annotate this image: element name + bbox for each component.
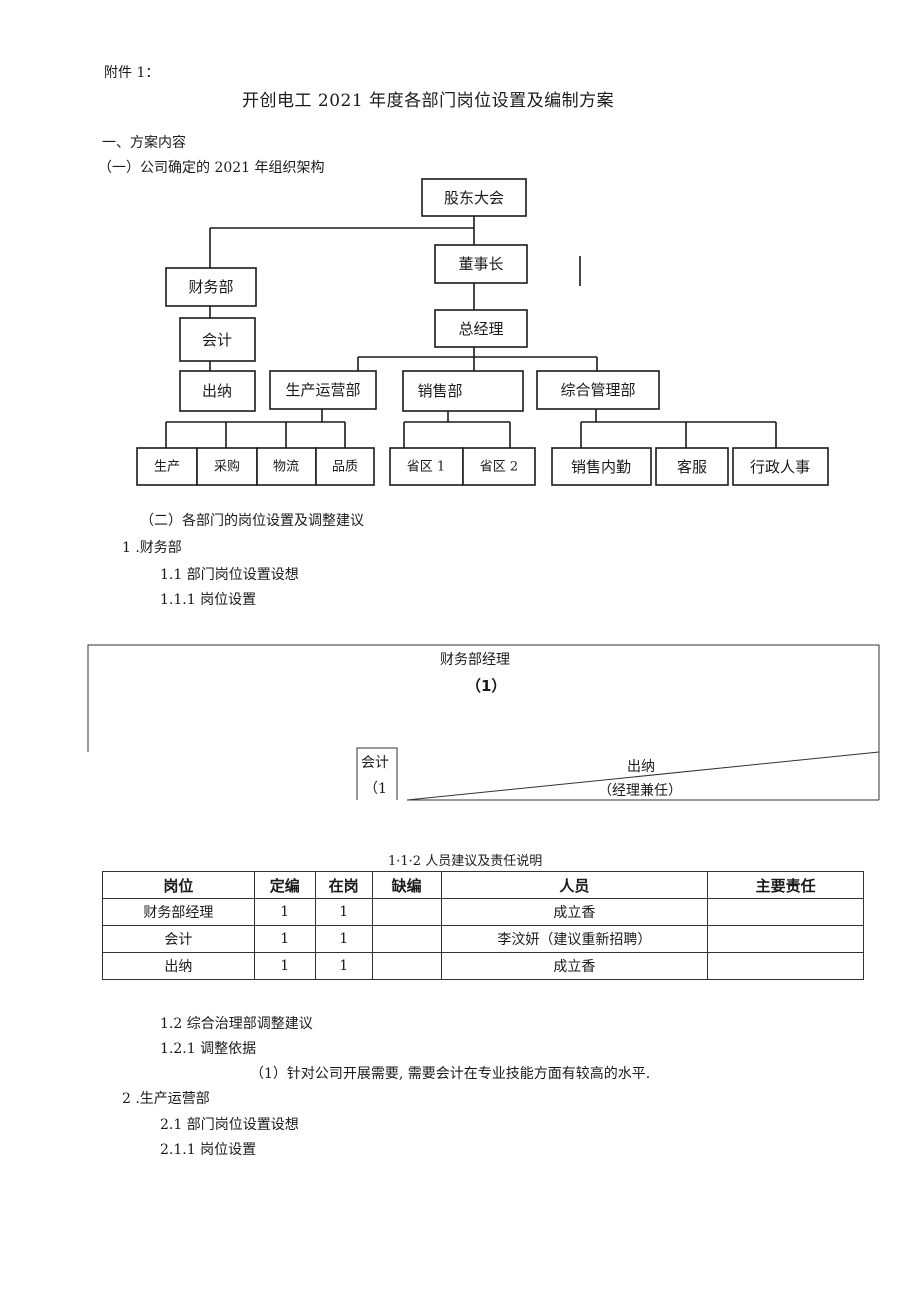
- svg-text:客服: 客服: [677, 458, 707, 476]
- org-node-purchasing: 采购: [196, 447, 258, 486]
- finance-cashier-note: （经理兼任）: [598, 783, 682, 799]
- table-cell: [371, 952, 442, 980]
- org-node-admin-hr: 行政人事: [732, 447, 829, 486]
- org-node-province1: 省区 1: [389, 447, 464, 486]
- item-heading-2-1-1: 2.1.1 岗位设置: [160, 1142, 257, 1158]
- table-cell: 财务部经理: [102, 898, 255, 926]
- subsection-heading: （一）公司确定的 2021 年组织架构: [98, 160, 325, 176]
- page-title: 开创电工 2021 年度各部门岗位设置及编制方案: [242, 91, 615, 111]
- svg-text:会计: 会计: [202, 331, 232, 349]
- finance-accountant-label: 会计: [361, 755, 389, 771]
- table-cell: 李汶妍（建议重新招聘）: [440, 925, 709, 953]
- org-node-admin-mgmt: 综合管理部: [536, 370, 660, 410]
- table-cell: 成立香: [440, 952, 709, 980]
- org-node-logistics: 物流: [256, 447, 317, 486]
- org-node-sales-support: 销售内勤: [551, 447, 652, 486]
- svg-text:省区 1: 省区 1: [407, 460, 445, 475]
- org-node-cashier: 出纳: [179, 370, 256, 412]
- org-connectors: [165, 216, 777, 448]
- svg-text:董事长: 董事长: [458, 255, 503, 273]
- svg-text:行政人事: 行政人事: [750, 458, 810, 476]
- col-header-onduty: 在岗: [314, 871, 373, 899]
- svg-text:总经理: 总经理: [458, 320, 503, 338]
- org-chart: 股东大会 董事长 总经理 财务部 会计 出纳 生产运营部 销售部 综合管理部 生…: [136, 178, 829, 486]
- org-node-sales: 销售部: [402, 370, 524, 412]
- svg-text:品质: 品质: [332, 460, 358, 475]
- org-node-quality: 品质: [315, 447, 375, 486]
- table-cell: 1: [314, 898, 373, 926]
- finance-manager-label: 财务部经理: [440, 652, 510, 668]
- svg-text:生产: 生产: [154, 460, 180, 475]
- table-cell: 会计: [102, 925, 255, 953]
- item-heading-1-2: 1.2 综合治理部调整建议: [160, 1016, 313, 1032]
- svg-text:综合管理部: 综合管理部: [560, 381, 635, 399]
- table-row: 会计 1 1 李汶妍（建议重新招聘）: [102, 925, 864, 953]
- org-node-accountant: 会计: [179, 317, 256, 362]
- table-cell: 成立香: [440, 898, 709, 926]
- finance-cashier-label: 出纳: [627, 759, 655, 775]
- reason-paragraph: （1）针对公司开展需要, 需要会计在专业技能方面有较高的水平.: [250, 1066, 651, 1082]
- svg-text:销售部: 销售部: [417, 382, 462, 400]
- table-cell: 1: [253, 898, 316, 926]
- table-cell: [707, 952, 864, 980]
- table-header-row: 岗位 定编 在岗 缺编 人员 主要责任: [102, 871, 864, 899]
- table-cell: 1: [253, 925, 316, 953]
- finance-manager-count: （1）: [466, 677, 507, 695]
- table-cell: 1: [253, 952, 316, 980]
- table-cell: [371, 898, 442, 926]
- table-cell: [707, 898, 864, 926]
- svg-text:财务部: 财务部: [188, 278, 233, 296]
- item-heading-1: 1 .财务部: [122, 540, 182, 556]
- svg-text:出纳: 出纳: [202, 382, 232, 400]
- subsection-heading-2: （二）各部门的岗位设置及调整建议: [140, 513, 364, 529]
- item-heading-1-2-1: 1.2.1 调整依据: [160, 1041, 257, 1057]
- item-heading-1-1: 1.1 部门岗位设置设想: [160, 567, 299, 583]
- item-heading-2: 2 .生产运营部: [122, 1091, 210, 1107]
- svg-text:物流: 物流: [273, 460, 299, 475]
- staff-table: 岗位 定编 在岗 缺编 人员 主要责任 财务部经理 1 1 成立香 会计 1 1…: [102, 871, 864, 980]
- org-node-finance: 财务部: [165, 267, 257, 307]
- org-node-production: 生产: [136, 447, 198, 486]
- org-node-production-ops: 生产运营部: [269, 370, 377, 410]
- col-header-position: 岗位: [102, 871, 255, 899]
- org-node-province2: 省区 2: [462, 447, 536, 486]
- col-header-vacancy: 缺编: [371, 871, 442, 899]
- item-heading-1-1-1: 1.1.1 岗位设置: [160, 592, 257, 608]
- item-heading-2-1: 2.1 部门岗位设置设想: [160, 1117, 299, 1133]
- table-caption: 1·1·2 人员建议及责任说明: [388, 854, 543, 869]
- table-row: 出纳 1 1 成立香: [102, 952, 864, 980]
- table-cell: 1: [314, 952, 373, 980]
- table-cell: [371, 925, 442, 953]
- svg-text:省区 2: 省区 2: [480, 460, 518, 475]
- org-node-chairman: 董事长: [434, 244, 528, 284]
- table-row: 财务部经理 1 1 成立香: [102, 898, 864, 926]
- table-cell: [707, 925, 864, 953]
- table-cell: 1: [314, 925, 373, 953]
- org-node-customer-service: 客服: [655, 447, 729, 486]
- col-header-quota: 定编: [253, 871, 316, 899]
- finance-accountant-count: （1: [364, 781, 387, 797]
- col-header-duties: 主要责任: [707, 871, 864, 899]
- svg-text:采购: 采购: [214, 459, 240, 475]
- org-node-general-manager: 总经理: [434, 309, 528, 348]
- attachment-label: 附件 1：: [104, 65, 160, 81]
- svg-text:销售内勤: 销售内勤: [571, 458, 631, 476]
- table-cell: 出纳: [102, 952, 255, 980]
- org-node-shareholders: 股东大会: [421, 178, 527, 217]
- section-heading: 一、方案内容: [102, 135, 186, 151]
- svg-text:股东大会: 股东大会: [444, 189, 504, 207]
- col-header-personnel: 人员: [440, 871, 709, 899]
- svg-text:生产运营部: 生产运营部: [285, 381, 360, 399]
